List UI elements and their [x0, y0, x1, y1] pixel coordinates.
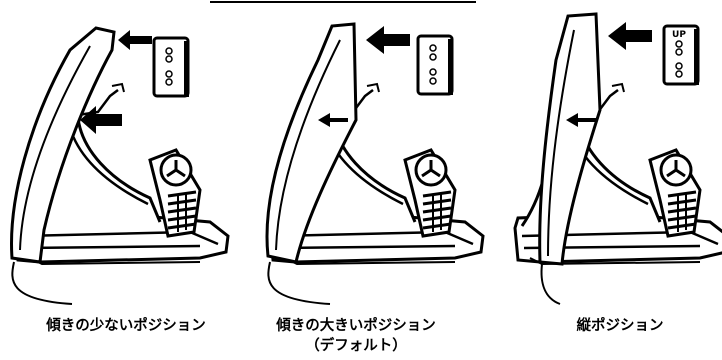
caption-vertical: 縦ポジション	[576, 318, 664, 334]
panel-low-angle	[10, 26, 230, 305]
panel-high-angle	[210, 1, 485, 305]
panel-vertical: UP	[513, 12, 722, 305]
caption-low-angle: 傾きの少ないポジション	[46, 318, 206, 334]
caption-high-angle: 傾きの大きいポジション	[276, 318, 436, 334]
indicator-up-label: UP	[672, 30, 686, 40]
caption-high-angle-default: （デフォルト）	[305, 338, 407, 354]
position-indicator-3: UP	[662, 24, 701, 87]
position-indicator-2	[416, 34, 455, 97]
position-indicator-1	[152, 36, 191, 99]
